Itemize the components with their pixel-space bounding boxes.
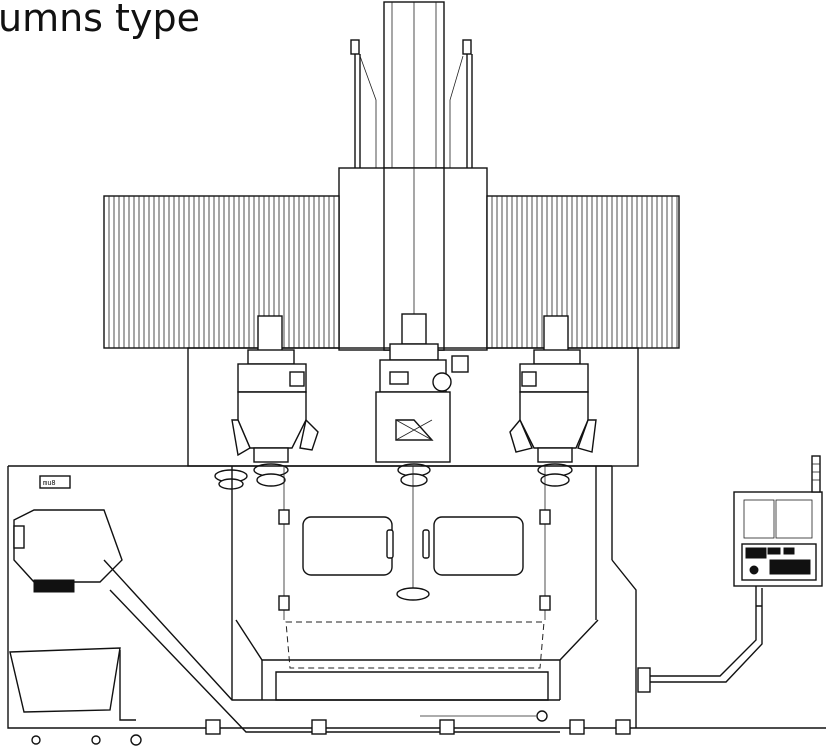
control-pendant <box>637 455 823 693</box>
enclosure <box>7 465 826 729</box>
door-windows <box>278 466 551 620</box>
right-bellows-cover <box>486 195 680 349</box>
plate-label: mu8 <box>43 479 56 487</box>
right-milling-head <box>509 315 597 487</box>
center-milling-head <box>375 313 469 487</box>
leveling-feet <box>205 719 631 735</box>
left-bellows-cover <box>103 195 340 349</box>
left-milling-head <box>231 315 319 487</box>
drawing-title: umns type <box>0 0 200 40</box>
chip-cart <box>9 647 142 746</box>
warning-plate <box>39 475 71 489</box>
machine-table <box>235 619 599 701</box>
chip-conveyor <box>13 509 560 733</box>
counterweight-rods <box>350 39 473 168</box>
